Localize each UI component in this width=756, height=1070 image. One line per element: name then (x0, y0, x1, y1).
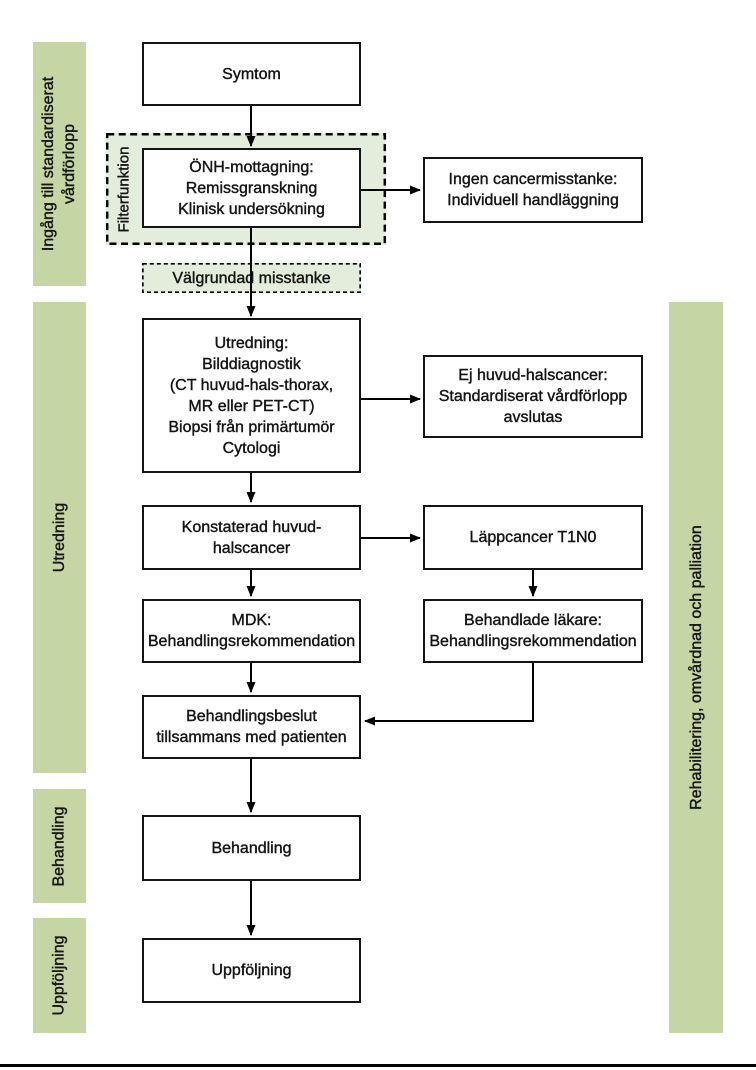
node-behandling-label: Behandling (211, 839, 292, 857)
stage-band-utredning: Utredning (33, 302, 86, 773)
node-uppfoljning-label: Uppföljning (211, 962, 292, 979)
stage-band-utredning-label: Utredning (51, 502, 68, 573)
node-uppfoljning: Uppföljning (142, 938, 361, 1003)
node-valgrundad-misstanke-label: Välgrundad misstanke (172, 269, 331, 287)
node-behandlade-lakare-label: Behandlade läkare: Behandlingsrekommenda… (429, 612, 637, 650)
arrow-lakare-to-beslut (364, 663, 534, 726)
stage-band-behandling-label: Behandling (51, 805, 69, 887)
node-behandling: Behandling (142, 815, 361, 881)
node-symtom-label: Symtom (222, 65, 281, 83)
node-symtom: Symtom (142, 42, 361, 106)
stage-band-ingang-label: Ingång till standardiserat vårdförlopp (40, 76, 79, 252)
node-konstaterad-cancer-label: Konstaterad huvud- halscancer (181, 518, 322, 557)
node-onh-mottagning: ÖNH-mottagning: Remissgranskning Klinisk… (142, 148, 361, 228)
node-mdk: MDK: Behandlingsrekommendation (142, 599, 361, 663)
node-utredning-label: Utredning: Bilddiagnostik (CT huvud-hals… (168, 334, 335, 457)
stage-band-ingang: Ingång till standardiserat vårdförlopp (33, 42, 86, 286)
node-ingen-cancermisstanke: Ingen cancermisstanke: Individuell handl… (423, 157, 643, 223)
node-lappcancer-label: Läppcancer T1N0 (469, 529, 597, 546)
node-utredning: Utredning: Bilddiagnostik (CT huvud-hals… (142, 318, 361, 473)
node-konstaterad-cancer: Konstaterad huvud- halscancer (142, 505, 361, 570)
stage-band-rehabilitering: Rehabilitering, omvårdnad och palliation (669, 302, 723, 1033)
node-lappcancer: Läppcancer T1N0 (423, 505, 643, 570)
node-behandlingsbeslut: Behandlingsbeslut tillsammans med patien… (142, 695, 361, 759)
stage-band-behandling: Behandling (33, 789, 86, 903)
filterfunktion-label-wrap: Filterfunktion (106, 133, 142, 245)
node-ingen-cancermisstanke-label: Ingen cancermisstanke: Individuell handl… (447, 171, 619, 209)
node-behandlingsbeslut-label: Behandlingsbeslut tillsammans med patien… (156, 708, 347, 746)
filterfunktion-label: Filterfunktion (115, 146, 133, 232)
node-mdk-label: MDK: Behandlingsrekommendation (147, 612, 356, 650)
node-onh-mottagning-label: ÖNH-mottagning: Remissgranskning Klinisk… (178, 158, 325, 218)
node-valgrundad-misstanke: Välgrundad misstanke (142, 263, 361, 293)
stage-band-rehabilitering-label: Rehabilitering, omvårdnad och palliation (687, 525, 705, 810)
node-ej-huvud-halscancer-label: Ej huvud-halscancer: Standardiserat vård… (438, 367, 628, 426)
stage-band-uppfoljning-label: Uppföljning (51, 935, 68, 1016)
node-ej-huvud-halscancer: Ej huvud-halscancer: Standardiserat vård… (423, 355, 643, 438)
stage-band-uppfoljning: Uppföljning (33, 918, 86, 1033)
bottom-rule (0, 1064, 756, 1067)
node-behandlade-lakare: Behandlade läkare: Behandlingsrekommenda… (423, 599, 643, 663)
